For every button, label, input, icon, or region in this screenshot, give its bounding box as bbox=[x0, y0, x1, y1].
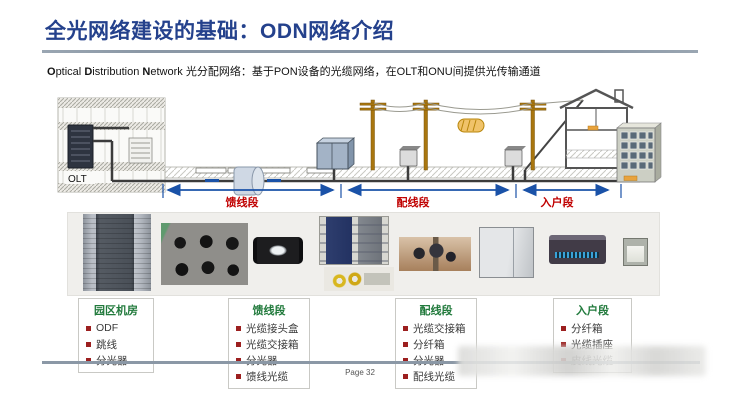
column-items: 光缆接头盒光缆交接箱分光器馈线光缆 bbox=[229, 320, 309, 384]
equipment-item: 馈线光缆 bbox=[229, 368, 309, 384]
equipment-item: 配线光缆 bbox=[396, 368, 476, 384]
equipment-item-label: 分光器 bbox=[413, 353, 445, 368]
equipment-item-label: 分光器 bbox=[246, 353, 278, 368]
square-bullet-icon bbox=[403, 341, 408, 347]
page-number: Page 32 bbox=[345, 368, 375, 377]
aerial-splice-closure bbox=[457, 118, 485, 133]
equipment-item-label: ODF bbox=[96, 322, 119, 334]
subtitle-segment: O bbox=[47, 66, 56, 78]
subtitle-segment: etwork bbox=[150, 66, 186, 78]
square-bullet-icon bbox=[236, 325, 241, 331]
equipment-item-label: 分光器 bbox=[96, 353, 128, 368]
subtitle-segment: 光分配网络：基于PON设备的光缆网络，在OLT和ONU间提供光传输通道 bbox=[185, 66, 541, 78]
equipment-item-label: 跳线 bbox=[96, 338, 117, 351]
column-header: 馈线段 bbox=[252, 305, 286, 317]
equipment-item: 分光器 bbox=[79, 352, 153, 368]
utility-poles bbox=[359, 99, 584, 171]
square-bullet-icon bbox=[86, 357, 91, 363]
equipment-item-label: 分纤箱 bbox=[571, 322, 603, 335]
equipment-item: 分纤箱 bbox=[554, 320, 631, 336]
equipment-item: 分纤箱 bbox=[396, 336, 476, 352]
column-header: 配线段 bbox=[419, 305, 453, 317]
apartment-building bbox=[616, 122, 662, 183]
section-arrows bbox=[162, 183, 622, 198]
square-bullet-icon bbox=[86, 325, 91, 331]
equipment-item: 分光器 bbox=[396, 352, 476, 368]
wall-cabinet-photo bbox=[479, 227, 534, 278]
column-items: ODF 跳线分光器 bbox=[79, 320, 153, 368]
olt-label-bg bbox=[65, 172, 95, 184]
square-bullet-icon bbox=[561, 341, 566, 347]
equipment-item: 光缆交接箱 bbox=[229, 336, 309, 352]
equipment-item-label: 光缆交接箱 bbox=[413, 322, 466, 335]
bottom-divider bbox=[42, 361, 700, 364]
table-column-feeder-section: 馈线段 光缆接头盒光缆交接箱分光器馈线光缆 bbox=[228, 298, 310, 389]
equipment-item-label: 馈线光缆 bbox=[246, 370, 288, 383]
square-bullet-icon bbox=[86, 341, 91, 347]
column-header: 园区机房 bbox=[94, 305, 138, 317]
column-items: 光缆交接箱分纤箱分光器配线光缆 bbox=[396, 320, 476, 384]
drop-section-label: 入户段 bbox=[541, 195, 574, 209]
onu-box-icon bbox=[623, 175, 638, 181]
street-cabinet bbox=[315, 137, 356, 170]
subtitle-segment: istribution bbox=[92, 66, 143, 78]
odf-shelf bbox=[128, 137, 153, 164]
square-bullet-icon bbox=[236, 357, 241, 363]
equipment-item: 跳线 bbox=[79, 336, 153, 352]
page-title: 全光网络建设的基础：ODN网络介绍 bbox=[45, 20, 395, 43]
optical-socket-photo bbox=[623, 238, 648, 266]
subtitle: Optical Distribution Network 光分配网络：基于PON… bbox=[47, 63, 707, 79]
equipment-item-label: 光缆交接箱 bbox=[246, 338, 299, 351]
olt-rack bbox=[67, 124, 94, 169]
equipment-item: 光缆接头盒 bbox=[229, 320, 309, 336]
distribution-section-label: 配线段 bbox=[397, 195, 430, 209]
cross-connect-cabinet-photo bbox=[319, 216, 389, 265]
aerial-wires bbox=[373, 99, 584, 115]
aerial-splicing-work-photo bbox=[399, 237, 471, 271]
equipment-item: ODF bbox=[79, 320, 153, 336]
distribution-box bbox=[399, 146, 421, 167]
square-bullet-icon bbox=[403, 373, 408, 379]
fiber-cable bbox=[93, 126, 640, 183]
distribution-box bbox=[504, 146, 526, 167]
square-bullet-icon bbox=[236, 373, 241, 379]
square-bullet-icon bbox=[561, 325, 566, 331]
feeder-section-label: 馈线段 bbox=[226, 195, 259, 209]
fiber-pigtails-photo bbox=[324, 267, 394, 291]
equipment-item-label: 分纤箱 bbox=[413, 338, 445, 351]
odn-network-diagram: OLT bbox=[57, 88, 662, 209]
equipment-item: 光缆交接箱 bbox=[396, 320, 476, 336]
duct-marker-icon bbox=[267, 179, 281, 182]
equipment-item: 分光器 bbox=[229, 352, 309, 368]
duct-bank bbox=[195, 167, 335, 174]
olt-label: OLT bbox=[68, 174, 87, 185]
square-bullet-icon bbox=[403, 357, 408, 363]
equipment-item-label: 光缆接头盒 bbox=[246, 322, 299, 335]
square-bullet-icon bbox=[236, 341, 241, 347]
splice-closure-photo bbox=[253, 237, 303, 264]
watermark-blur bbox=[458, 346, 706, 376]
subtitle-segment: D bbox=[84, 66, 93, 78]
odf-rack-photo bbox=[83, 214, 151, 291]
equipment-item-label: 配线光缆 bbox=[413, 370, 455, 383]
duct-marker-icon bbox=[205, 179, 219, 182]
title-underline bbox=[42, 50, 698, 53]
column-header: 入户段 bbox=[576, 305, 609, 317]
table-column-campus-room: 园区机房 ODF 跳线分光器 bbox=[78, 298, 154, 373]
underground-duct-photo bbox=[161, 223, 248, 285]
square-bullet-icon bbox=[403, 325, 408, 331]
equipment-photo-panel bbox=[67, 212, 660, 296]
subtitle-segment: N bbox=[142, 66, 151, 78]
fiber-terminal-box-photo bbox=[549, 235, 606, 264]
table-column-distribution-section: 配线段 光缆交接箱分纤箱分光器配线光缆 bbox=[395, 298, 477, 389]
subtitle-segment: ptical bbox=[55, 66, 85, 78]
onu-box-icon bbox=[587, 125, 599, 131]
